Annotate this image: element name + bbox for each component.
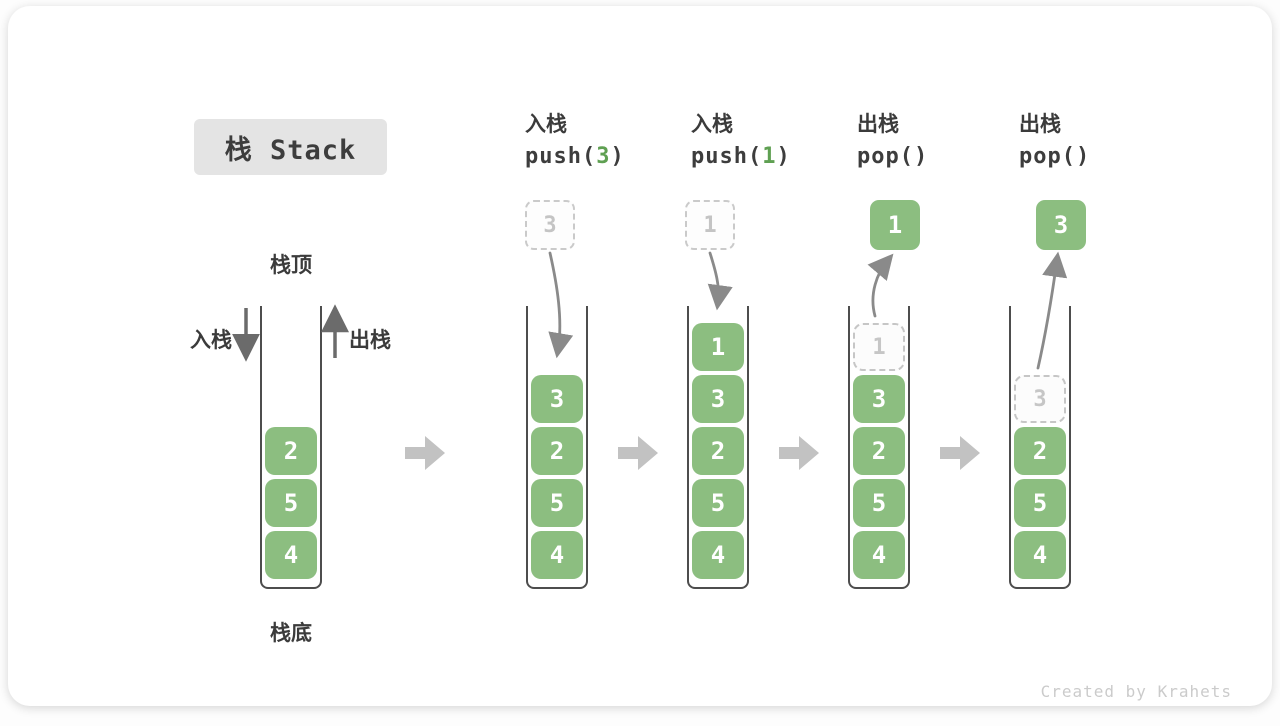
op-code: pop() (1019, 144, 1091, 169)
watermark: Created by Krahets (1040, 682, 1232, 701)
next-state-arrow-icon (940, 436, 980, 470)
stack4-cell: 4 (853, 531, 905, 579)
pop-side-label: 出栈 (349, 329, 391, 352)
op-label: 出栈 (857, 113, 899, 136)
op-label: 出栈 (1019, 113, 1061, 136)
op-code: pop() (857, 144, 929, 169)
op-label: 入栈 (525, 113, 567, 136)
stack3-cell: 3 (692, 375, 744, 423)
stack2-cell: 4 (531, 531, 583, 579)
stack3-cell: 2 (692, 427, 744, 475)
stack5-cell: 4 (1014, 531, 1066, 579)
op-code: push(3) (525, 144, 625, 169)
push-side-label: 入栈 (190, 329, 232, 352)
stack1-cell: 4 (265, 531, 317, 579)
stack1-cell: 5 (265, 479, 317, 527)
next-state-arrow-icon (405, 436, 445, 470)
op-header-pop-1: 出栈 pop() (857, 110, 928, 174)
ghost-cell: 3 (1014, 375, 1066, 423)
popped-value-box: 1 (870, 200, 920, 250)
push-curve-arrow-icon (707, 251, 733, 311)
stack2-cell: 2 (531, 427, 583, 475)
op-header-push-3: 入栈 push(3) (525, 110, 625, 174)
stack3-cell: 4 (692, 531, 744, 579)
stack3-cell: 5 (692, 479, 744, 527)
op-header-pop-2: 出栈 pop() (1019, 110, 1090, 174)
diagram-card: 栈 Stack 入栈 push(3) 入栈 push(1) 出栈 pop() 出… (8, 6, 1272, 706)
op-label: 入栈 (691, 113, 733, 136)
op-code: push(1) (691, 144, 791, 169)
title-badge: 栈 Stack (194, 119, 387, 175)
page-title: 栈 Stack (224, 134, 357, 166)
op-arg: 1 (762, 144, 777, 169)
ghost-cell: 1 (853, 323, 905, 371)
stack1-cell: 2 (265, 427, 317, 475)
stack-bottom-label: 栈底 (270, 622, 312, 645)
stack4-cell: 3 (853, 375, 905, 423)
stack5-cell: 5 (1014, 479, 1066, 527)
next-state-arrow-icon (618, 436, 658, 470)
stack-top-label: 栈顶 (270, 254, 312, 277)
stack2-cell: 5 (531, 479, 583, 527)
push-value-box: 1 (685, 200, 735, 250)
stack4-cell: 5 (853, 479, 905, 527)
stack2-cell: 3 (531, 375, 583, 423)
stack4-cell: 2 (853, 427, 905, 475)
push-value-box: 3 (525, 200, 575, 250)
stack5-cell: 2 (1014, 427, 1066, 475)
op-header-push-1: 入栈 push(1) (691, 110, 791, 174)
op-arg: 3 (596, 144, 611, 169)
stack3-cell: 1 (692, 323, 744, 371)
next-state-arrow-icon (779, 436, 819, 470)
popped-value-box: 3 (1036, 200, 1086, 250)
